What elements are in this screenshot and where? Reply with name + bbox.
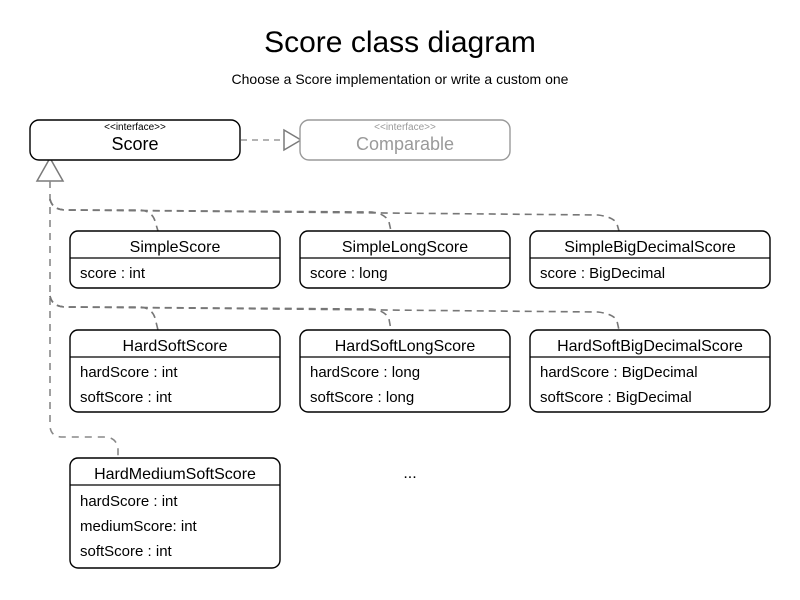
inheritance-branch-simple-score [49, 198, 159, 232]
class-box-hardmediumsoft-score[interactable]: HardMediumSoftScore hardScore : int medi… [69, 457, 281, 569]
class-hardsoft-bigdecimal-score-name: HardSoftBigDecimalScore [557, 338, 743, 355]
interface-box-score[interactable]: <<interface>> Score [29, 119, 241, 161]
class-hardmediumsoft-score-attr-2: softScore : int [80, 543, 173, 560]
realization-connector [241, 128, 303, 152]
inheritance-branch-hardsoft-bigdecimal-score [49, 295, 620, 331]
class-hardsoft-score-outline [69, 329, 281, 413]
inheritance-connectors [49, 181, 620, 458]
class-hardsoft-bigdecimal-score-attr-1: softScore : BigDecimal [540, 389, 692, 406]
realization-hollow-triangle-icon [283, 128, 303, 152]
interface-score-stereotype: <<interface>> [104, 122, 166, 133]
class-box-simple-long-score[interactable]: SimpleLongScore score : long [299, 230, 511, 289]
class-hardmediumsoft-score-attr-0: hardScore : int [80, 493, 178, 510]
inheritance-branch-hardsoft-score [49, 295, 159, 331]
more-implementations-ellipsis: ... [403, 465, 416, 482]
class-simple-long-score-name: SimpleLongScore [342, 239, 468, 256]
inheritance-trunk-line [49, 181, 119, 458]
class-box-hardsoft-long-score[interactable]: HardSoftLongScore hardScore : long softS… [299, 329, 511, 413]
class-hardsoft-bigdecimal-score-attr-0: hardScore : BigDecimal [540, 364, 698, 381]
interface-score-outline [29, 119, 241, 161]
class-box-hardsoft-score[interactable]: HardSoftScore hardScore : int softScore … [69, 329, 281, 413]
interface-comparable-stereotype: <<interface>> [374, 122, 436, 133]
class-hardsoft-bigdecimal-score-outline [529, 329, 771, 413]
page-title: Score class diagram [264, 26, 536, 59]
class-simple-score-name: SimpleScore [130, 239, 221, 256]
class-hardsoft-score-attr-1: softScore : int [80, 389, 173, 406]
class-box-hardsoft-bigdecimal-score[interactable]: HardSoftBigDecimalScore hardScore : BigD… [529, 329, 771, 413]
class-box-simple-score[interactable]: SimpleScore score : int [69, 230, 281, 289]
class-hardsoft-long-score-name: HardSoftLongScore [335, 338, 476, 355]
class-simple-score-attr-0: score : int [80, 265, 146, 282]
class-simple-bigdecimal-score-name: SimpleBigDecimalScore [564, 239, 736, 256]
class-hardsoft-long-score-attr-1: softScore : long [310, 389, 414, 406]
class-simple-long-score-attr-0: score : long [310, 265, 388, 282]
class-hardmediumsoft-score-attr-1: mediumScore: int [80, 518, 198, 535]
class-hardsoft-long-score-attr-0: hardScore : long [310, 364, 420, 381]
class-hardsoft-score-attr-0: hardScore : int [80, 364, 178, 381]
class-simple-bigdecimal-score-outline [529, 230, 771, 289]
interface-box-comparable[interactable]: <<interface>> Comparable [299, 119, 511, 161]
class-hardsoft-score-name: HardSoftScore [123, 338, 228, 355]
inheritance-branch-simple-bigdecimal-score [49, 198, 620, 232]
interface-comparable-name: Comparable [356, 134, 454, 154]
inheritance-triangle-group [35, 156, 65, 182]
interface-comparable-outline [299, 119, 511, 161]
class-simple-score-outline [69, 230, 281, 289]
class-hardsoft-long-score-outline [299, 329, 511, 413]
class-hardmediumsoft-score-name: HardMediumSoftScore [94, 466, 256, 483]
page-subtitle: Choose a Score implementation or write a… [232, 71, 569, 87]
class-simple-bigdecimal-score-attr-0: score : BigDecimal [540, 265, 665, 282]
inheritance-branch-hardsoft-long-score [49, 295, 392, 331]
interface-score-name: Score [111, 134, 158, 154]
inheritance-hollow-triangle-icon [35, 156, 65, 182]
class-box-simple-bigdecimal-score[interactable]: SimpleBigDecimalScore score : BigDecimal [529, 230, 771, 289]
inheritance-branch-simple-long-score [49, 198, 392, 232]
class-simple-long-score-outline [299, 230, 511, 289]
